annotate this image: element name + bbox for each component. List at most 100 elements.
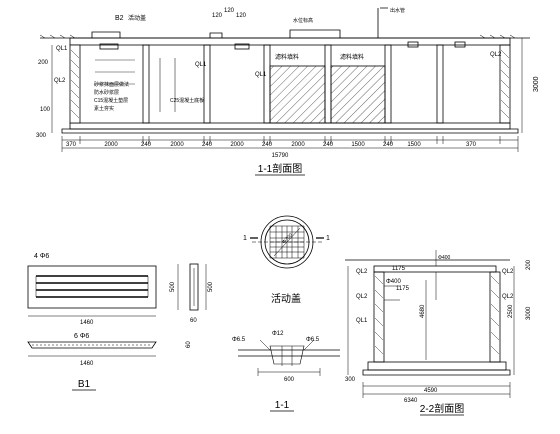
partition-5: [384, 44, 392, 124]
label-ql2-left: QL2: [54, 78, 66, 84]
dim-label: 2000: [170, 142, 184, 148]
cover-panel: [252, 215, 322, 269]
cover-plate-2: [234, 43, 250, 50]
section-1-1-title: 1-1剖面图: [258, 162, 302, 175]
s22-pipe: [384, 285, 400, 301]
s22-ql2-ml: QL2: [356, 294, 368, 300]
right-wall-hatch: [500, 49, 510, 119]
b1-length-top: 1460: [80, 320, 94, 326]
s22-dim-1175-a: 1175: [392, 266, 406, 272]
label-ql2-right: QL2: [490, 52, 502, 58]
cover-diameter-line: [273, 227, 301, 257]
section-2-2: [345, 250, 515, 398]
label-fill-1: 滤料填料: [275, 53, 299, 61]
label-water-level: 水位标高: [293, 17, 313, 24]
label-mesh-a: 120: [212, 13, 223, 19]
label-dim-3000: 3000: [533, 76, 540, 92]
b1-rebar-ends: [35, 276, 149, 297]
section-1-1-small: [238, 339, 340, 376]
label-ql1-left: QL1: [56, 46, 68, 52]
section-1-1-text: B2 活动盖 120 120 120 水位标高 出水管 QL1 QL2 200 …: [36, 7, 540, 176]
ground-hatch: [39, 34, 516, 39]
dim-label: 1500: [407, 142, 421, 148]
cover-plate-4: [454, 41, 466, 48]
partition-4: [324, 44, 332, 124]
s22-ql2-tr: QL2: [502, 269, 514, 275]
small-rebar: [281, 346, 293, 366]
note-2: 防水砂浆层: [94, 89, 119, 96]
section-1-1: [39, 7, 530, 152]
cover-plate: [99, 43, 119, 50]
dim-label: 370: [466, 142, 477, 148]
s22-dim-1175-b: 1175: [396, 286, 410, 292]
b1-length-bottom: 1460: [80, 361, 94, 367]
b1-section: [27, 341, 157, 349]
label-outlet: 出水管: [390, 7, 405, 14]
s22-dim-4680: 4680: [420, 304, 426, 318]
b1-plan: [27, 265, 157, 309]
s22-vdims: [347, 266, 515, 375]
note-c25: C25混凝土底板: [170, 97, 204, 104]
section-1-1-small-text: Φ6.5 Φ6.5 Φ12 600 1-1: [232, 331, 320, 412]
cover-diameter: Φ700: [281, 232, 294, 245]
b1-text: 4 Φ6 1460 500 500 60 60 6 Φ6 1460 B1: [34, 253, 214, 391]
small-width: 600: [284, 377, 295, 383]
pipe-lines: [159, 58, 176, 112]
label-dim-200: 200: [38, 60, 49, 66]
dim-label: 240: [141, 142, 152, 148]
top-slab: [69, 37, 511, 46]
s22-cushion: [362, 369, 511, 376]
small-rebar-left: Φ6.5: [232, 337, 246, 343]
top-openings: [91, 7, 388, 38]
label-mesh-b: 120: [224, 8, 235, 14]
note-1: 砂浆抹面层做法: [94, 81, 129, 88]
right-wall: [499, 44, 511, 124]
small-section-title: 1-1: [275, 400, 290, 411]
partition-1: [142, 44, 150, 124]
cushion-layer: [61, 128, 519, 134]
b1-thickness: 60: [186, 341, 192, 348]
dim-label: 2000: [291, 142, 305, 148]
b1-side-width: 60: [190, 318, 197, 324]
small-ring: Φ12: [272, 331, 284, 337]
section-2-2-text: QL2 QL2 QL2 QL2 QL1 Φ400 Φ400 1175 1175 …: [345, 255, 532, 416]
s22-dim-3000: 3000: [526, 306, 532, 320]
cover-plate-3: [407, 41, 419, 48]
small-section-ring: [269, 345, 305, 365]
s22-right-hatch: [490, 275, 500, 355]
b1-height-side: 500: [208, 281, 214, 292]
dim-label: 2000: [230, 142, 244, 148]
b1-title: B1: [78, 379, 91, 390]
b1-side: [189, 263, 199, 311]
s22-title: 2-2剖面图: [420, 402, 464, 415]
label-dim-300: 300: [36, 133, 47, 139]
bottom-slab: [69, 122, 511, 130]
s22-pipe: Φ400: [386, 279, 401, 285]
s22-dim-4590: 4590: [424, 388, 438, 394]
filter-block-1: [269, 65, 326, 124]
note-4: 素土夯实: [94, 105, 114, 112]
dim-ticks: [61, 136, 519, 152]
note-3: C15混凝土垫层: [94, 97, 128, 104]
cover-mark-2: 1: [326, 235, 330, 242]
b1-vdim: [177, 264, 207, 310]
s22-top-slab: [373, 265, 497, 273]
s22-dim-200: 200: [526, 259, 532, 270]
dim-label: 240: [383, 142, 394, 148]
total-length: 15790: [272, 153, 289, 159]
cover-mark-1: 1: [243, 235, 247, 242]
label-ql1-right: QL1: [255, 72, 267, 78]
small-dim: [257, 368, 321, 376]
b1-panel: [27, 263, 207, 357]
dim-label: 2000: [104, 142, 118, 148]
s22-bottom-slab: [367, 361, 507, 371]
s22-left-hatch: [374, 275, 384, 355]
b1-rebar-top: 4 Φ6: [34, 253, 49, 260]
dim-label: 1500: [351, 142, 365, 148]
s22-ql2-tl: QL2: [356, 269, 368, 275]
b1-rebars: [36, 275, 148, 298]
label-cover: 活动盖: [128, 14, 146, 22]
b1-rebar-bottom: 6 Φ6: [74, 333, 89, 340]
s22-right-wall: [489, 271, 501, 363]
